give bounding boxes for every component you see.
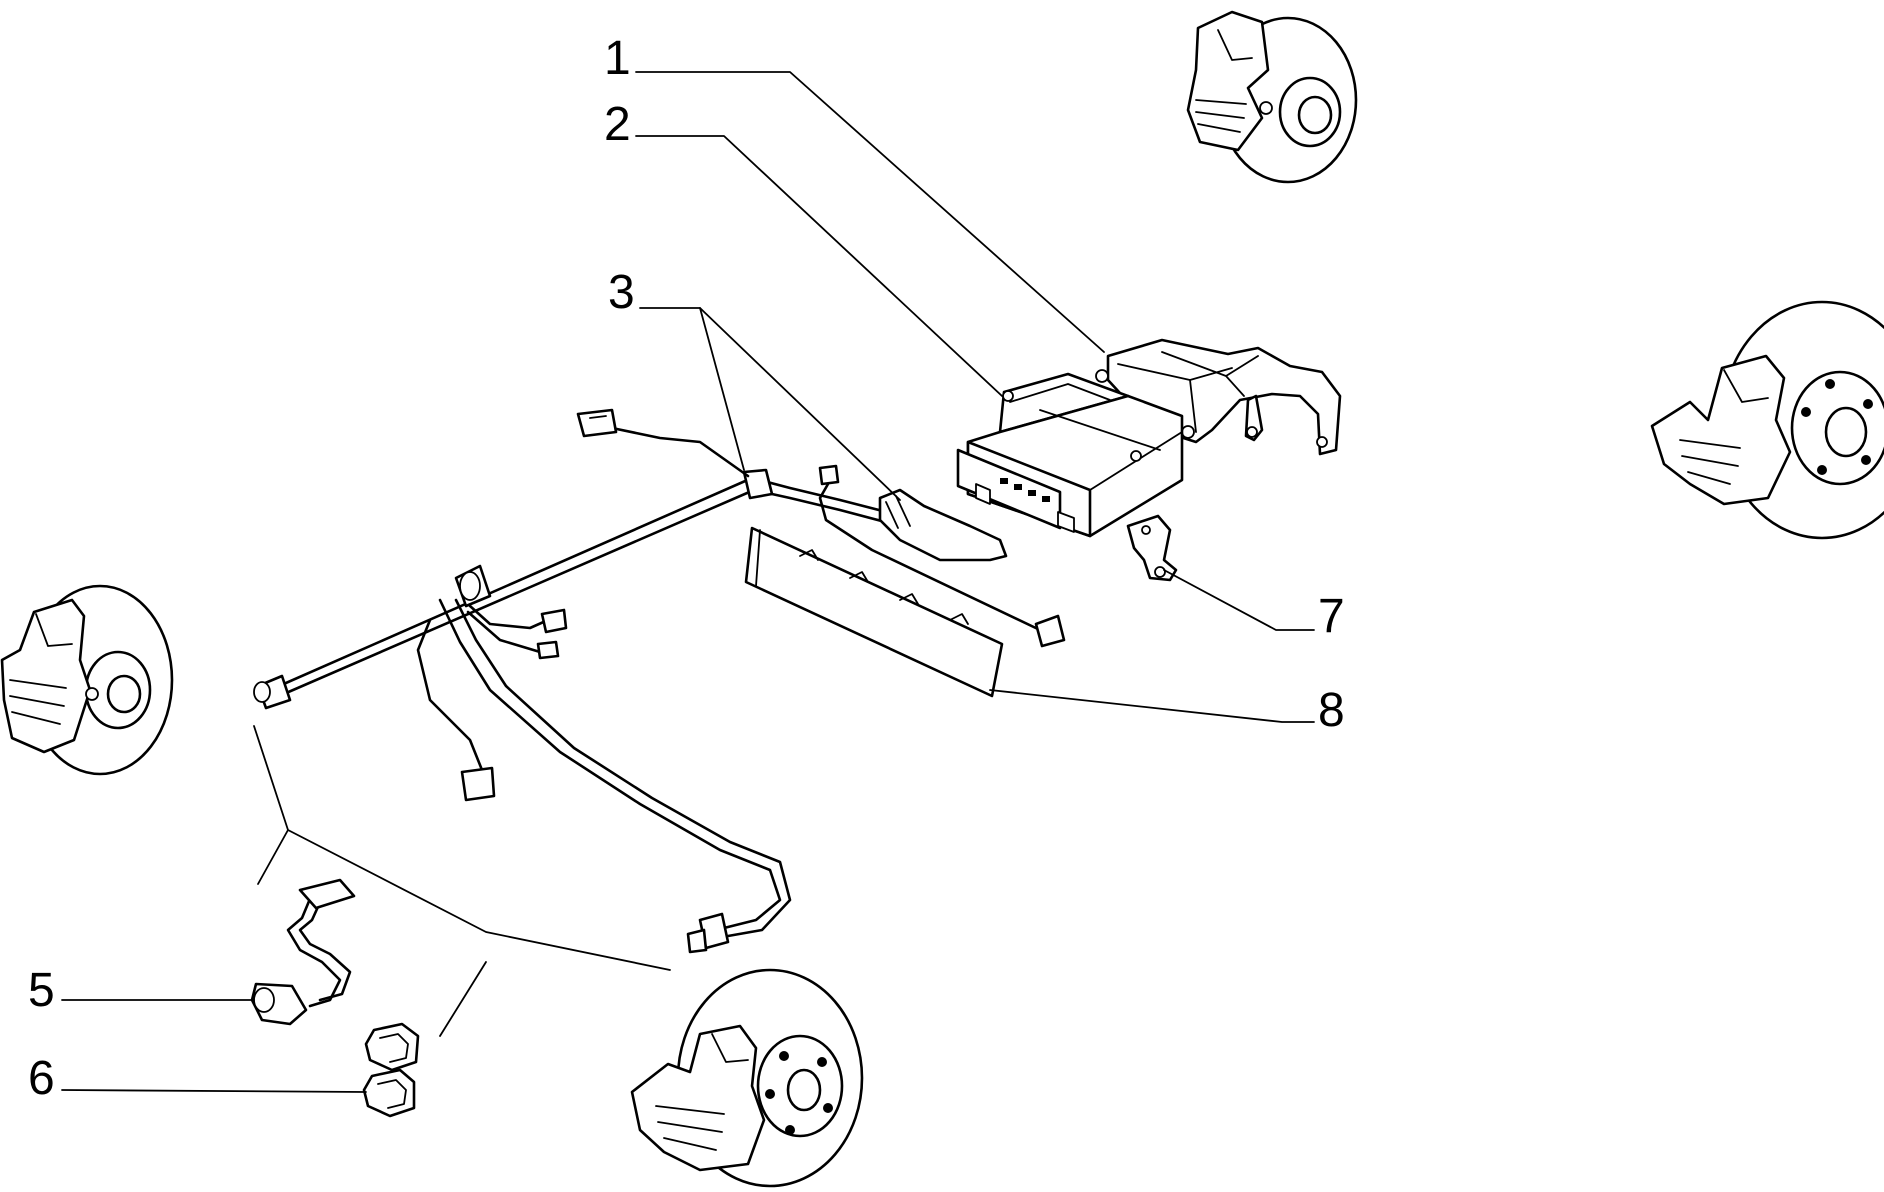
callout-1: 1 (604, 32, 631, 85)
part-5-wheel-speed-sensor (250, 878, 356, 1026)
brake-disc-bottom-rear (630, 968, 864, 1188)
part-3-wiring-harness (253, 408, 1066, 954)
brake-disc-left-rear (0, 584, 174, 776)
leader-lines (61, 71, 1315, 1093)
callout-6: 6 (28, 1052, 55, 1105)
callout-7: 7 (1318, 590, 1345, 643)
part-2-abs-control-unit (956, 372, 1184, 538)
callout-5: 5 (28, 964, 55, 1017)
part-8-cover-plate (744, 526, 1004, 698)
grouping-lines (253, 725, 671, 1037)
part-7-small-bracket (1126, 514, 1178, 582)
callout-3: 3 (608, 266, 635, 319)
callout-8: 8 (1318, 684, 1345, 737)
brake-disc-top-front (1186, 10, 1358, 184)
callout-2: 2 (604, 98, 631, 151)
part-6-sensor-clips (362, 1022, 420, 1118)
brake-disc-right-front (1650, 300, 1884, 540)
